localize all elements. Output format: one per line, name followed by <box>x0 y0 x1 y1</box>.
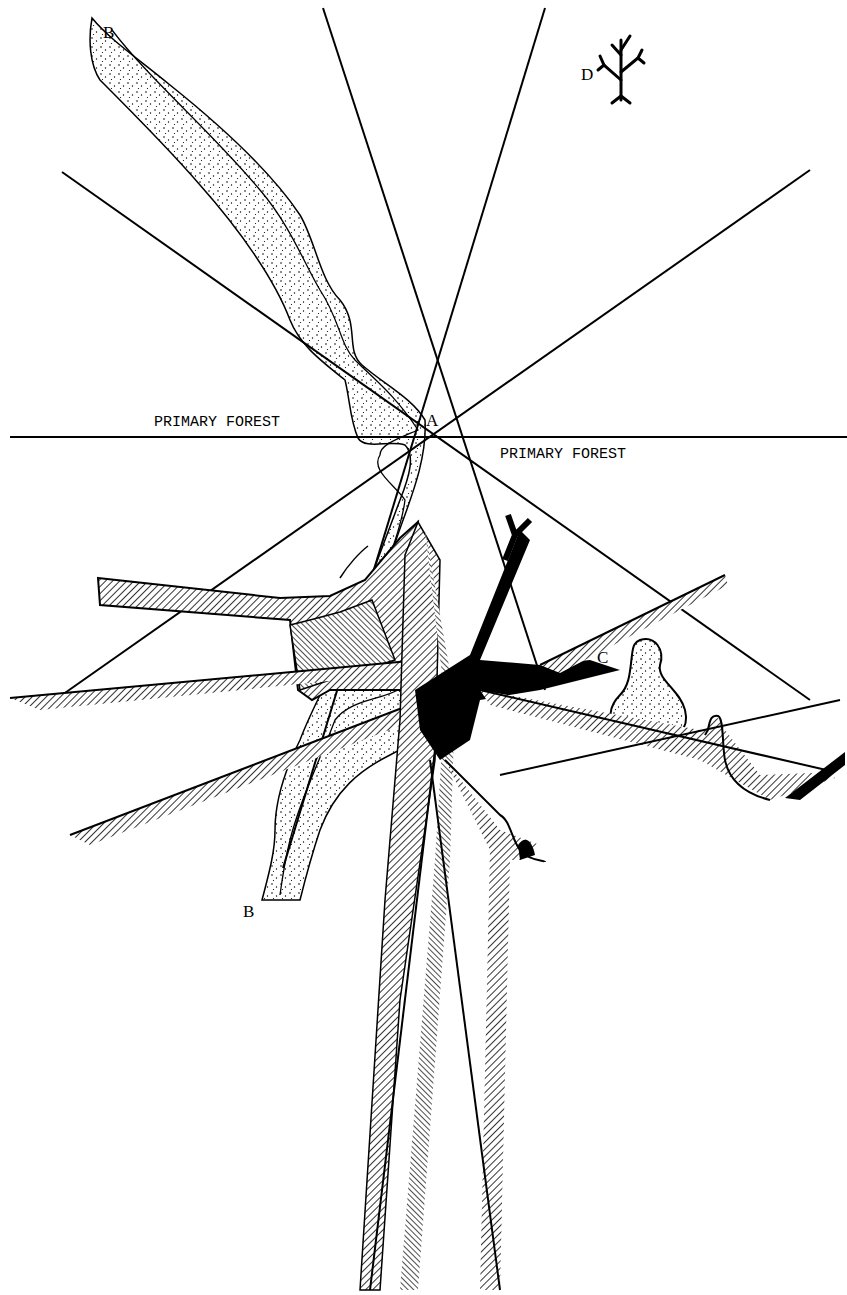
profile-view <box>10 515 845 1290</box>
point-label: C <box>597 649 608 666</box>
region-label: PRIMARY FOREST <box>152 415 282 430</box>
sight-lines <box>10 8 847 868</box>
point-label: B <box>103 24 114 41</box>
point-label: D <box>581 66 593 83</box>
point-label: B <box>243 903 254 920</box>
point-label: A <box>426 412 438 429</box>
tree-symbol <box>598 36 644 103</box>
region-label: PRIMARY FOREST <box>498 447 628 462</box>
